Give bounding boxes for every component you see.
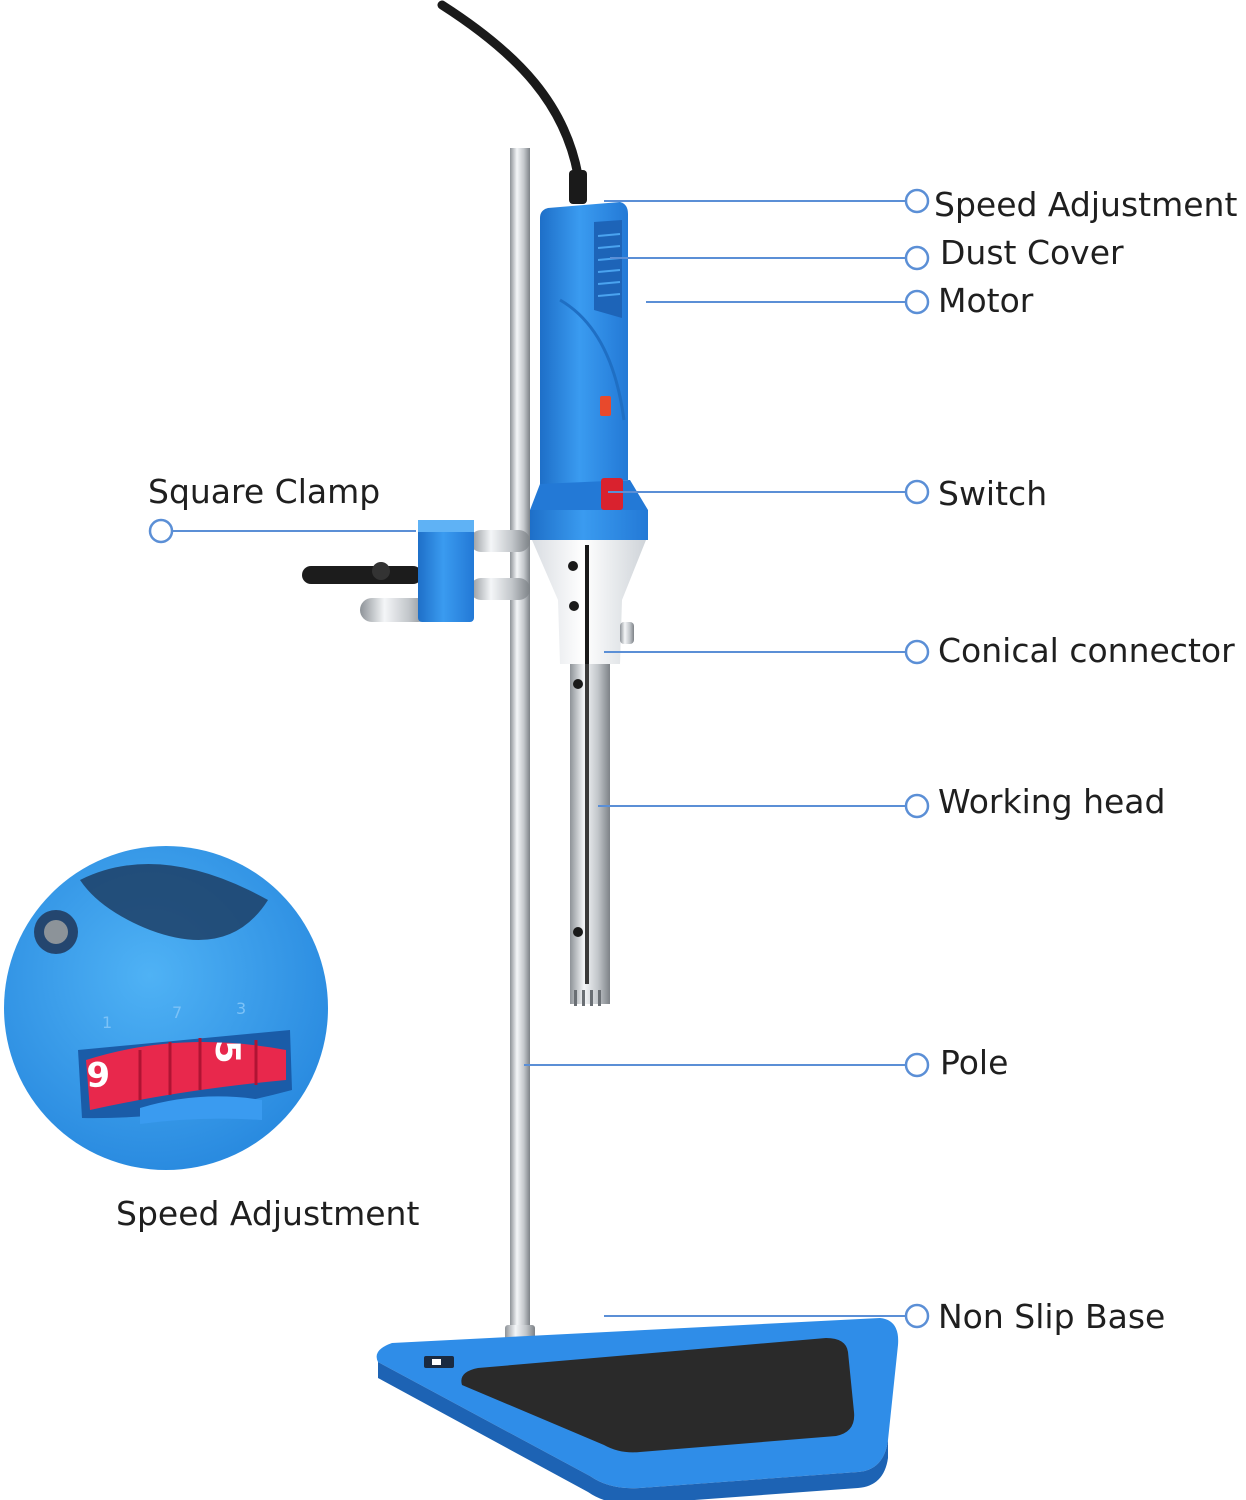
dial-digit-right: 5 [207, 1040, 247, 1064]
label-dust-cover: Dust Cover [940, 233, 1124, 272]
working-head [570, 664, 610, 1006]
non-slip-base [376, 1318, 899, 1500]
label-working-head: Working head [938, 782, 1166, 821]
switch [601, 478, 623, 510]
label-conical-connector: Conical connector [938, 631, 1235, 670]
label-non-slip-base: Non Slip Base [938, 1297, 1166, 1336]
pole [510, 148, 530, 1338]
conical-connector [532, 540, 646, 665]
callout-lines [172, 200, 906, 1317]
label-speed-adjustment: Speed Adjustment [934, 185, 1238, 224]
label-square-clamp: Square Clamp [148, 472, 381, 511]
label-switch: Switch [938, 474, 1048, 513]
dial-digit-left: 6 [86, 1053, 110, 1093]
label-speed-adjustment-inset: Speed Adjustment [116, 1194, 420, 1233]
label-pole: Pole [940, 1043, 1009, 1082]
dial-mark-1: 1 [102, 1013, 112, 1032]
motor-body [530, 202, 648, 540]
speed-indicator [600, 396, 611, 416]
callout-markers [148, 188, 930, 1329]
dial-mark-3: 3 [236, 999, 246, 1018]
square-clamp [302, 520, 530, 622]
cable-strain-relief [569, 170, 587, 204]
power-cable [437, 0, 583, 180]
label-motor: Motor [938, 281, 1034, 320]
dial-mark-2: 7 [172, 1003, 182, 1022]
speed-adjustment-inset: 6 5 1 7 3 [4, 846, 328, 1170]
